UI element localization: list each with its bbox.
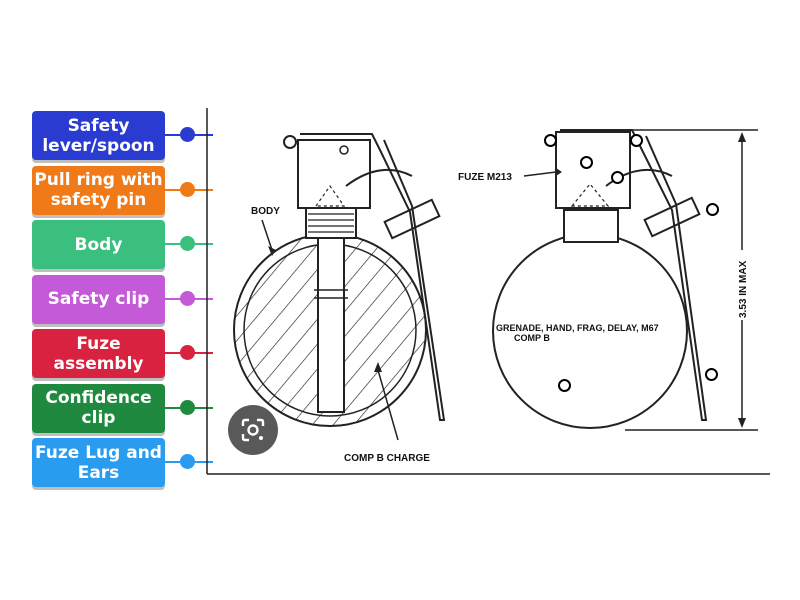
label-pin-dot — [180, 345, 195, 360]
label-pin-dot — [180, 127, 195, 142]
label-pin-dot — [180, 454, 195, 469]
label-safety-lever[interactable]: Safety lever/spoon — [32, 111, 165, 160]
label-fuze-lug[interactable]: Fuze Lug and Ears — [32, 438, 165, 487]
visual-search-button[interactable] — [228, 405, 278, 455]
drop-target-6[interactable] — [705, 368, 718, 381]
drop-target-3[interactable] — [580, 156, 593, 169]
label-confidence-clip[interactable]: Confidence clip — [32, 383, 165, 433]
label-row-body: Body — [32, 220, 213, 271]
label-pin-dot — [180, 399, 195, 415]
label-row-safety-clip: Safety clip — [32, 274, 213, 326]
label-bank: Safety lever/spoon Pull ring with safety… — [32, 111, 213, 493]
dimension-label-bg — [733, 250, 751, 320]
visual-search-icon — [241, 418, 265, 442]
label-fuze-assembly[interactable]: Fuze assembly — [32, 329, 165, 378]
grenade-marking-line2: COMP B — [514, 333, 550, 343]
label-row-fuze-lug: Fuze Lug and Ears — [32, 438, 213, 489]
label-pin-dot — [180, 290, 195, 306]
label-pin-dot — [180, 236, 195, 251]
label-safety-clip[interactable]: Safety clip — [32, 274, 165, 324]
label-row-pull-ring: Pull ring with safety pin — [32, 165, 213, 217]
label-row-confidence-clip: Confidence clip — [32, 383, 213, 435]
label-pin-dot — [180, 181, 195, 197]
exterior-grenade — [492, 129, 758, 431]
drop-target-7[interactable] — [558, 379, 571, 392]
body-callout-label: BODY — [251, 206, 280, 217]
fuze-callout-label: FUZE M213 — [458, 172, 512, 183]
label-row-fuze-assembly: Fuze assembly — [32, 329, 213, 380]
drop-target-5[interactable] — [706, 203, 719, 216]
drop-target-4[interactable] — [611, 171, 624, 184]
label-body[interactable]: Body — [32, 220, 165, 269]
drop-target-2[interactable] — [630, 134, 643, 147]
drop-target-1[interactable] — [544, 134, 557, 147]
cutaway-grenade — [233, 133, 446, 441]
dimension-label: 3.53 IN MAX — [738, 260, 749, 318]
grenade-marking-line1: GRENADE, HAND, FRAG, DELAY, M67 — [496, 323, 659, 333]
label-pull-ring[interactable]: Pull ring with safety pin — [32, 165, 165, 215]
label-row-safety-lever: Safety lever/spoon — [32, 111, 213, 162]
charge-callout-label: COMP B CHARGE — [344, 453, 430, 464]
grenade-diagram: BODY COMP B CHARGE FUZE M213 GRENADE, HA… — [206, 108, 770, 475]
